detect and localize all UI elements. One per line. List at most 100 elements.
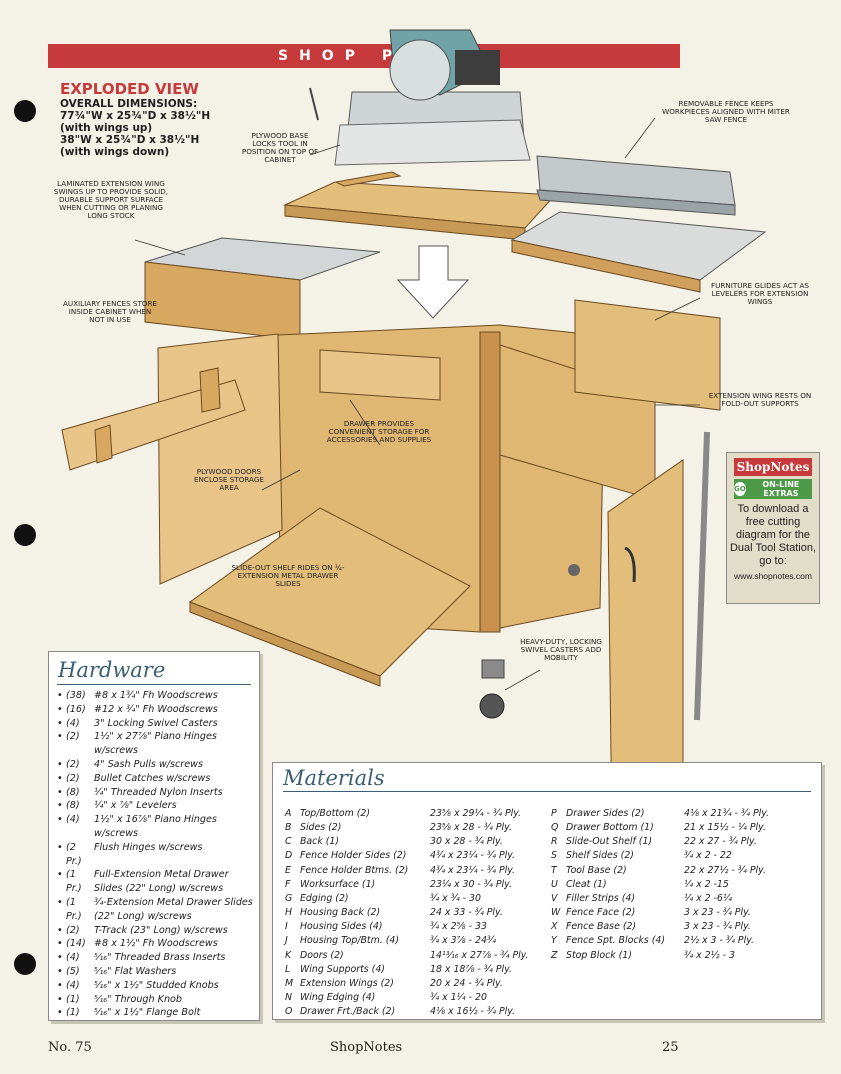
material-key: I	[285, 921, 288, 933]
material-row: O Drawer Frt./Back (2) 4⅛ x 16½ - ¾ Ply.	[285, 1005, 529, 1019]
material-dim: 30 x 28 - ¾ Ply.	[430, 836, 503, 848]
binder-hole	[14, 100, 36, 122]
hardware-item: •(2)4" Sash Pulls w/screws	[57, 758, 255, 772]
hardware-box: Hardware •(38)#8 x 1¾" Fh Woodscrews•(16…	[48, 651, 260, 1021]
material-key: M	[285, 977, 294, 989]
material-name: Drawer Bottom (1)	[566, 822, 654, 834]
shopnotes-url[interactable]: www.shopnotes.com	[734, 571, 812, 581]
material-dim: 23⅝ x 28 - ¾ Ply.	[430, 822, 512, 834]
hardware-item: •(14)#8 x 1½" Fh Woodscrews	[57, 937, 255, 951]
hardware-qty: (38)	[66, 690, 86, 701]
material-row: B Sides (2) 23⅝ x 28 - ¾ Ply.	[285, 821, 529, 835]
material-dim: 3 x 23 - ¾ Ply.	[684, 921, 751, 933]
hardware-qty: (14)	[66, 938, 86, 950]
material-key: Z	[551, 949, 558, 961]
material-name: Tool Base (2)	[566, 864, 627, 876]
hardware-desc: T-Track (23" Long) w/screws	[94, 924, 228, 936]
binder-hole	[14, 524, 36, 546]
hardware-item: •(2)T-Track (23" Long) w/screws	[57, 924, 255, 938]
magazine-name: ShopNotes	[330, 1040, 403, 1055]
material-key: H	[285, 907, 293, 919]
bullet: •	[57, 731, 63, 743]
hardware-item: •(4)⁵⁄₁₆" Threaded Brass Inserts	[57, 951, 255, 965]
material-name: Drawer Frt./Back (2)	[300, 1006, 396, 1018]
material-key: L	[285, 963, 291, 975]
hardware-item: •(16)#12 x ¾" Fh Woodscrews	[57, 703, 255, 717]
material-key: V	[551, 892, 558, 904]
material-dim: 2½ x 3 - ¾ Ply.	[684, 935, 754, 947]
material-key: J	[285, 935, 288, 947]
material-key: A	[285, 808, 292, 819]
hardware-desc: Flush Hinges w/screws	[94, 841, 203, 853]
hardware-desc: ⁵⁄₁₆" x 1½" Flange Bolt	[94, 1007, 201, 1019]
material-dim: ¾ x ¾ - 30	[430, 892, 481, 904]
hardware-list: •(38)#8 x 1¾" Fh Woodscrews•(16)#12 x ¾"…	[49, 689, 259, 1020]
hardware-qty: (1 Pr.)	[66, 896, 82, 922]
material-key: N	[285, 992, 293, 1004]
material-key: Q	[551, 822, 559, 834]
hardware-title: Hardware	[58, 658, 166, 682]
material-dim: ¾ x 2½ - 3	[684, 949, 735, 961]
material-name: Fence Holder Btms. (2)	[300, 864, 409, 876]
callout-doors: PLYWOOD DOORS ENCLOSE STORAGE AREA	[194, 467, 264, 492]
online-extras-badge: GO ON-LINE EXTRAS	[734, 479, 812, 499]
material-key: T	[551, 864, 557, 876]
material-name: Wing Edging (4)	[300, 992, 376, 1004]
hardware-item: •(38) #8 x 1¾" Fh Woodscrews	[57, 689, 255, 703]
hardware-desc: #8 x 1¾" Fh Woodscrews	[94, 690, 218, 701]
material-key: O	[285, 1006, 293, 1018]
divider	[57, 684, 251, 685]
online-extras-label: ON-LINE EXTRAS	[762, 480, 800, 498]
material-key: W	[551, 907, 561, 919]
bullet: •	[57, 690, 63, 701]
material-dim: 20 x 24 - ¾ Ply.	[430, 977, 503, 989]
bullet: •	[57, 841, 63, 853]
dimension-line: 77¾"W x 25¾"D x 38½"H	[60, 110, 211, 122]
dimension-line: 38"W x 25¾"D x 38½"H	[60, 134, 200, 146]
material-row: N Wing Edging (4) ¾ x 1¼ - 20	[285, 991, 529, 1005]
material-dim: 4⅛ x 16½ - ¾ Ply.	[430, 1006, 516, 1018]
material-key: S	[551, 850, 557, 862]
hardware-desc: ¾-Extension Metal Drawer Slides (22" Lon…	[94, 896, 253, 922]
material-name: Housing Back (2)	[300, 907, 381, 919]
material-dim: 3 x 23 - ¾ Ply.	[684, 907, 751, 919]
materials-title: Materials	[283, 766, 385, 790]
material-name: Filler Strips (4)	[566, 892, 635, 904]
material-key: R	[551, 836, 558, 848]
left-door-drawing	[157, 333, 283, 585]
slide-out-shelf-drawing	[188, 507, 471, 687]
material-key: B	[285, 822, 292, 834]
hardware-desc: 3" Locking Swivel Casters	[94, 717, 218, 729]
material-dim: ¾ x 1¼ - 20	[430, 992, 487, 1004]
material-dim: 18 x 18⅞ - ¾ Ply.	[430, 963, 512, 975]
material-name: Fence Base (2)	[566, 921, 637, 933]
hardware-qty: (2)	[66, 924, 80, 936]
material-name: Sides (2)	[300, 822, 342, 834]
material-key: F	[285, 878, 291, 890]
hardware-desc: 1½" x 27⅞" Piano Hinges w/screws	[94, 731, 217, 757]
material-name: Housing Sides (4)	[300, 921, 383, 933]
hardware-desc: ⁵⁄₁₆" Flat Washers	[94, 965, 177, 977]
hardware-item: •(4)⁵⁄₁₆" x 1½" Studded Knobs	[57, 979, 255, 993]
exploded-view-title: EXPLODED VIEW	[60, 80, 199, 98]
extension-wing-right-drawing	[510, 211, 767, 293]
material-name: Housing Top/Btm. (4)	[300, 935, 399, 947]
material-name: Fence Holder Sides (2)	[300, 850, 407, 862]
divider	[283, 791, 811, 792]
